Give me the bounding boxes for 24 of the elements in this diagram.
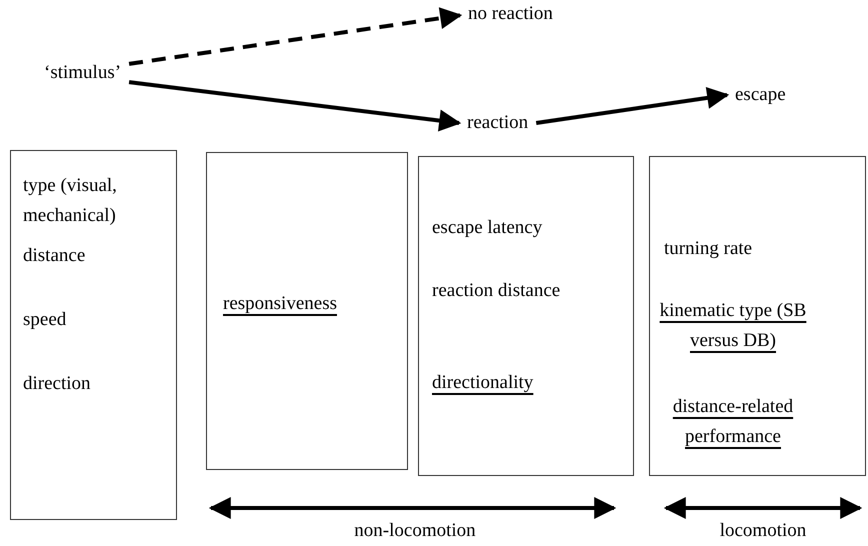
underlined-measure: distance-related performance bbox=[672, 395, 794, 449]
measure-text: speed bbox=[23, 308, 68, 332]
state-label: reaction bbox=[467, 110, 528, 136]
parameter-box bbox=[10, 150, 177, 520]
measure-text: distance bbox=[23, 244, 86, 268]
measure-text: type (visual, mechanical) bbox=[23, 174, 118, 228]
underlined-measure: kinematic type (SB versus DB) bbox=[658, 299, 808, 353]
measure-text: reaction distance bbox=[432, 279, 562, 303]
state-label: ‘stimulus’ bbox=[44, 60, 122, 86]
arrow bbox=[536, 87, 730, 125]
measure-text: turning rate bbox=[664, 237, 754, 261]
measure-text: direction bbox=[23, 372, 92, 396]
range-label: locomotion bbox=[720, 519, 806, 543]
dashed-arrow bbox=[128, 7, 462, 66]
underlined-measure: directionality bbox=[432, 371, 534, 395]
parameter-box bbox=[649, 156, 866, 476]
arrow bbox=[128, 80, 462, 132]
parameter-box bbox=[206, 152, 408, 470]
underlined-measure: responsiveness bbox=[223, 292, 338, 316]
state-label: no reaction bbox=[468, 1, 553, 27]
state-label: escape bbox=[735, 82, 786, 108]
parameter-box bbox=[418, 156, 634, 476]
range-label: non-locomotion bbox=[354, 519, 476, 543]
measure-text: escape latency bbox=[432, 216, 544, 240]
